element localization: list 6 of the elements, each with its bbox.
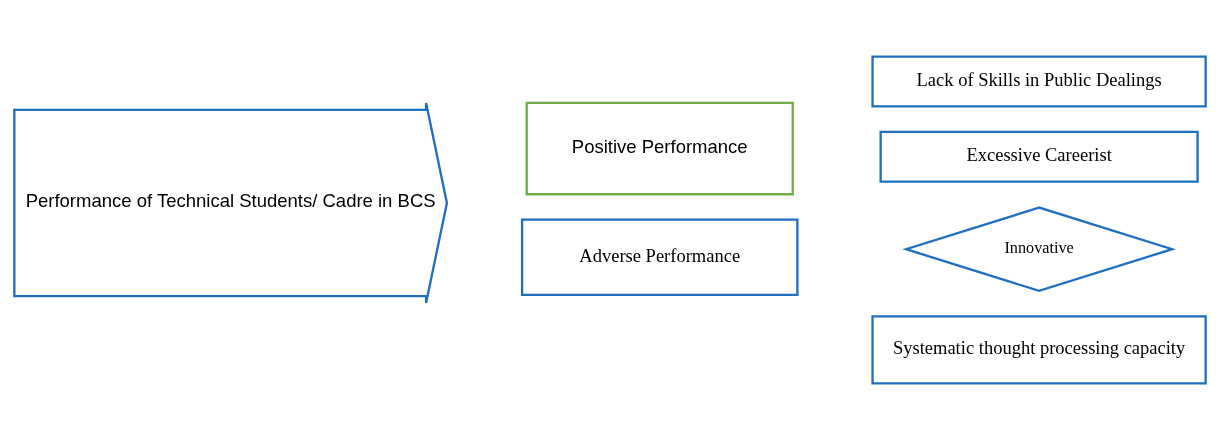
node-box: Excessive Careerist [879, 130, 1199, 183]
node-diamond: Innovative [902, 206, 1176, 293]
node-box: Adverse Performance [520, 218, 799, 297]
node-box: Systematic thought processing capacity [871, 315, 1207, 385]
node-box: Lack of Skills in Public Dealings [871, 55, 1207, 108]
node-box: Positive Performance [525, 101, 794, 196]
